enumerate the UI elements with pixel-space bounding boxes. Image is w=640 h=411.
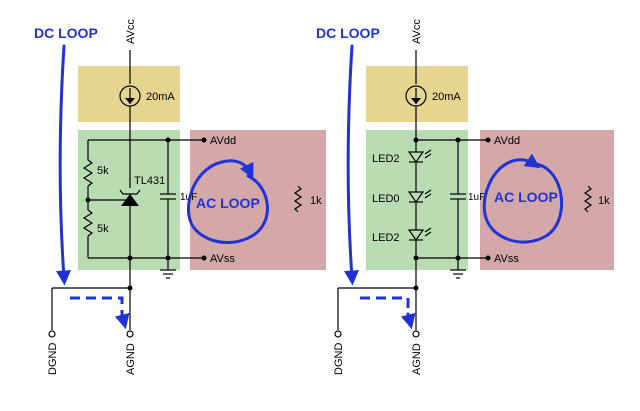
right-dc-loop-return-arrow-icon — [400, 312, 416, 330]
left-resistor-bottom-label: 5k — [97, 223, 109, 235]
left-agnd-terminal-icon — [126, 330, 134, 338]
left-dc-loop-arrow-icon — [56, 44, 71, 286]
right-led-bottom-icon — [407, 227, 432, 242]
left-resistor-top-label: 5k — [97, 165, 109, 177]
right-cap-label: 1uF — [468, 192, 485, 203]
left-resistor-bottom-icon — [82, 209, 94, 237]
right-circuit: AVcc 20mA AVdd LED2 LED0 — [316, 19, 614, 375]
left-ac-loop-arrow-icon — [187, 159, 269, 244]
left-ground-icon — [160, 269, 176, 279]
left-load-resistor-icon — [293, 185, 303, 213]
left-avss-label: AVss — [210, 253, 235, 265]
left-regulator-label: TL431 — [134, 175, 165, 187]
right-agnd-label: AGND — [411, 343, 423, 375]
left-tl431-icon — [118, 189, 141, 206]
left-avcc-label: AVcc — [125, 19, 137, 44]
right-dgnd-terminal-icon — [334, 330, 342, 338]
right-load-resistor-icon — [583, 185, 593, 213]
left-avdd-label: AVdd — [210, 135, 236, 147]
right-dgnd-label: DGND — [333, 343, 345, 375]
right-led-middle-label: LED0 — [372, 193, 400, 205]
left-circuit: AVcc 20mA AVdd 5k 5k TL431 — [34, 19, 326, 375]
right-dc-loop-return-path — [360, 296, 410, 316]
left-dc-loop-label: DC LOOP — [34, 25, 98, 41]
right-dc-loop-label: DC LOOP — [316, 25, 380, 41]
left-ac-loop-label: AC LOOP — [196, 195, 260, 211]
right-load-region — [480, 130, 614, 270]
right-ground-icon — [450, 269, 466, 279]
right-led-top-label: LED2 — [372, 153, 400, 165]
left-current-label: 20mA — [146, 91, 175, 103]
left-current-source-region — [78, 66, 180, 122]
left-resistor-top-icon — [82, 159, 94, 187]
left-dc-loop-return-path — [70, 296, 124, 316]
left-dgnd-label: DGND — [47, 343, 59, 375]
left-dc-loop-return-arrow-icon — [114, 312, 130, 330]
right-load-label: 1k — [598, 195, 610, 207]
right-current-label: 20mA — [432, 91, 461, 103]
right-avcc-label: AVcc — [411, 19, 423, 44]
left-dgnd-terminal-icon — [48, 330, 56, 338]
right-led-bottom-label: LED2 — [372, 232, 400, 244]
right-avss-label: AVss — [494, 253, 519, 265]
right-ac-loop-label: AC LOOP — [494, 189, 558, 205]
right-ac-loop-arrow-icon — [482, 153, 564, 244]
right-dc-loop-arrow-icon — [344, 44, 359, 286]
right-agnd-terminal-icon — [412, 330, 420, 338]
left-load-region — [190, 130, 326, 270]
right-current-source-region — [366, 66, 468, 122]
right-avdd-label: AVdd — [494, 135, 520, 147]
left-agnd-label: AGND — [125, 343, 137, 375]
left-load-label: 1k — [310, 195, 322, 207]
